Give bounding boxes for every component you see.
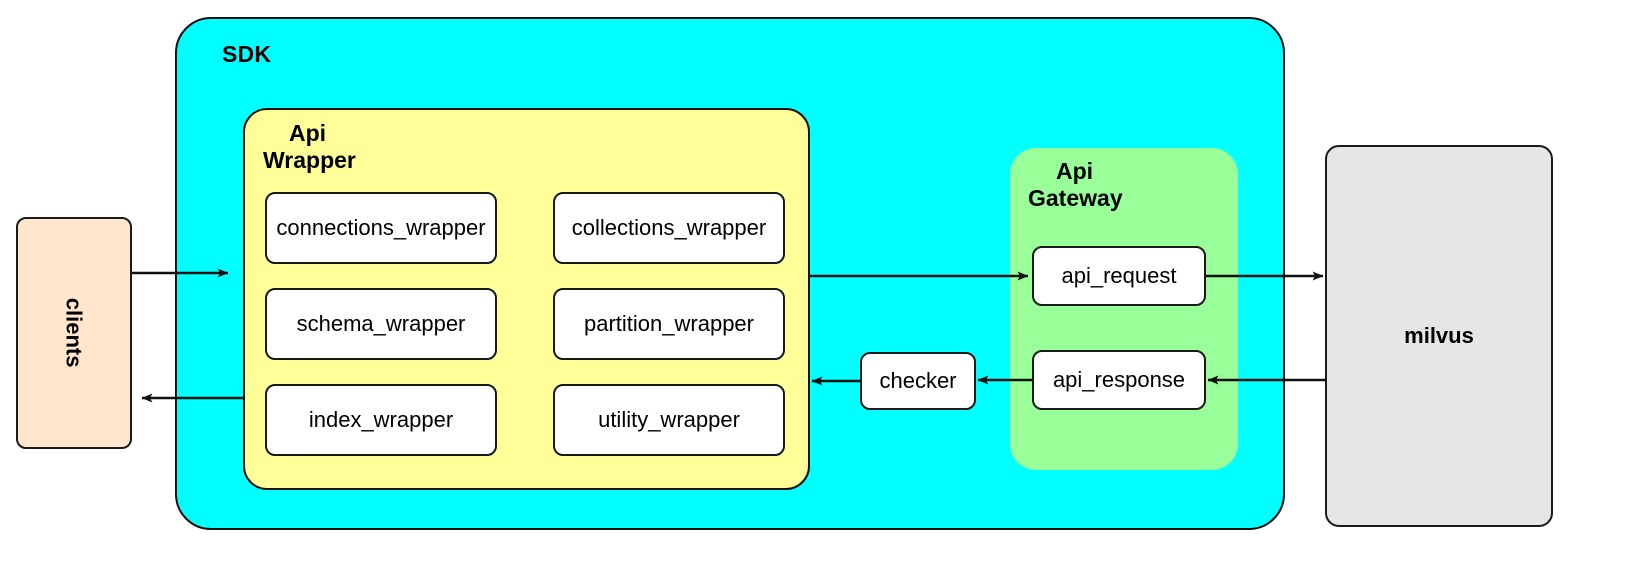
node-index-wrapper[interactable]: index_wrapper xyxy=(265,384,497,456)
api-gateway-title: Api Gateway xyxy=(1028,158,1123,212)
sdk-title: SDK xyxy=(222,41,272,67)
api-wrapper-title: Api Wrapper xyxy=(263,120,356,174)
node-milvus[interactable]: milvus xyxy=(1325,145,1553,527)
node-collections-wrapper[interactable]: collections_wrapper xyxy=(553,192,785,264)
node-schema-wrapper[interactable]: schema_wrapper xyxy=(265,288,497,360)
node-label: index_wrapper xyxy=(308,407,454,433)
node-clients[interactable]: clients xyxy=(16,217,132,449)
node-utility-wrapper[interactable]: utility_wrapper xyxy=(553,384,785,456)
node-label: api_request xyxy=(1061,263,1177,289)
node-api-response[interactable]: api_response xyxy=(1032,350,1206,410)
node-label: utility_wrapper xyxy=(598,407,740,433)
node-api-request[interactable]: api_request xyxy=(1032,246,1206,306)
node-checker[interactable]: checker xyxy=(860,352,976,410)
node-partition-wrapper[interactable]: partition_wrapper xyxy=(553,288,785,360)
node-label: schema_wrapper xyxy=(296,311,466,337)
node-label: clients xyxy=(61,298,87,368)
container-api-gateway[interactable]: Api Gateway xyxy=(1010,148,1238,470)
node-label: collections_wrapper xyxy=(571,215,767,241)
node-connections-wrapper[interactable]: connections_wrapper xyxy=(265,192,497,264)
node-label: partition_wrapper xyxy=(584,311,754,337)
node-label: connections_wrapper xyxy=(276,215,486,241)
node-label: api_response xyxy=(1052,367,1186,393)
node-label: checker xyxy=(879,368,957,394)
node-label: milvus xyxy=(1404,323,1474,349)
